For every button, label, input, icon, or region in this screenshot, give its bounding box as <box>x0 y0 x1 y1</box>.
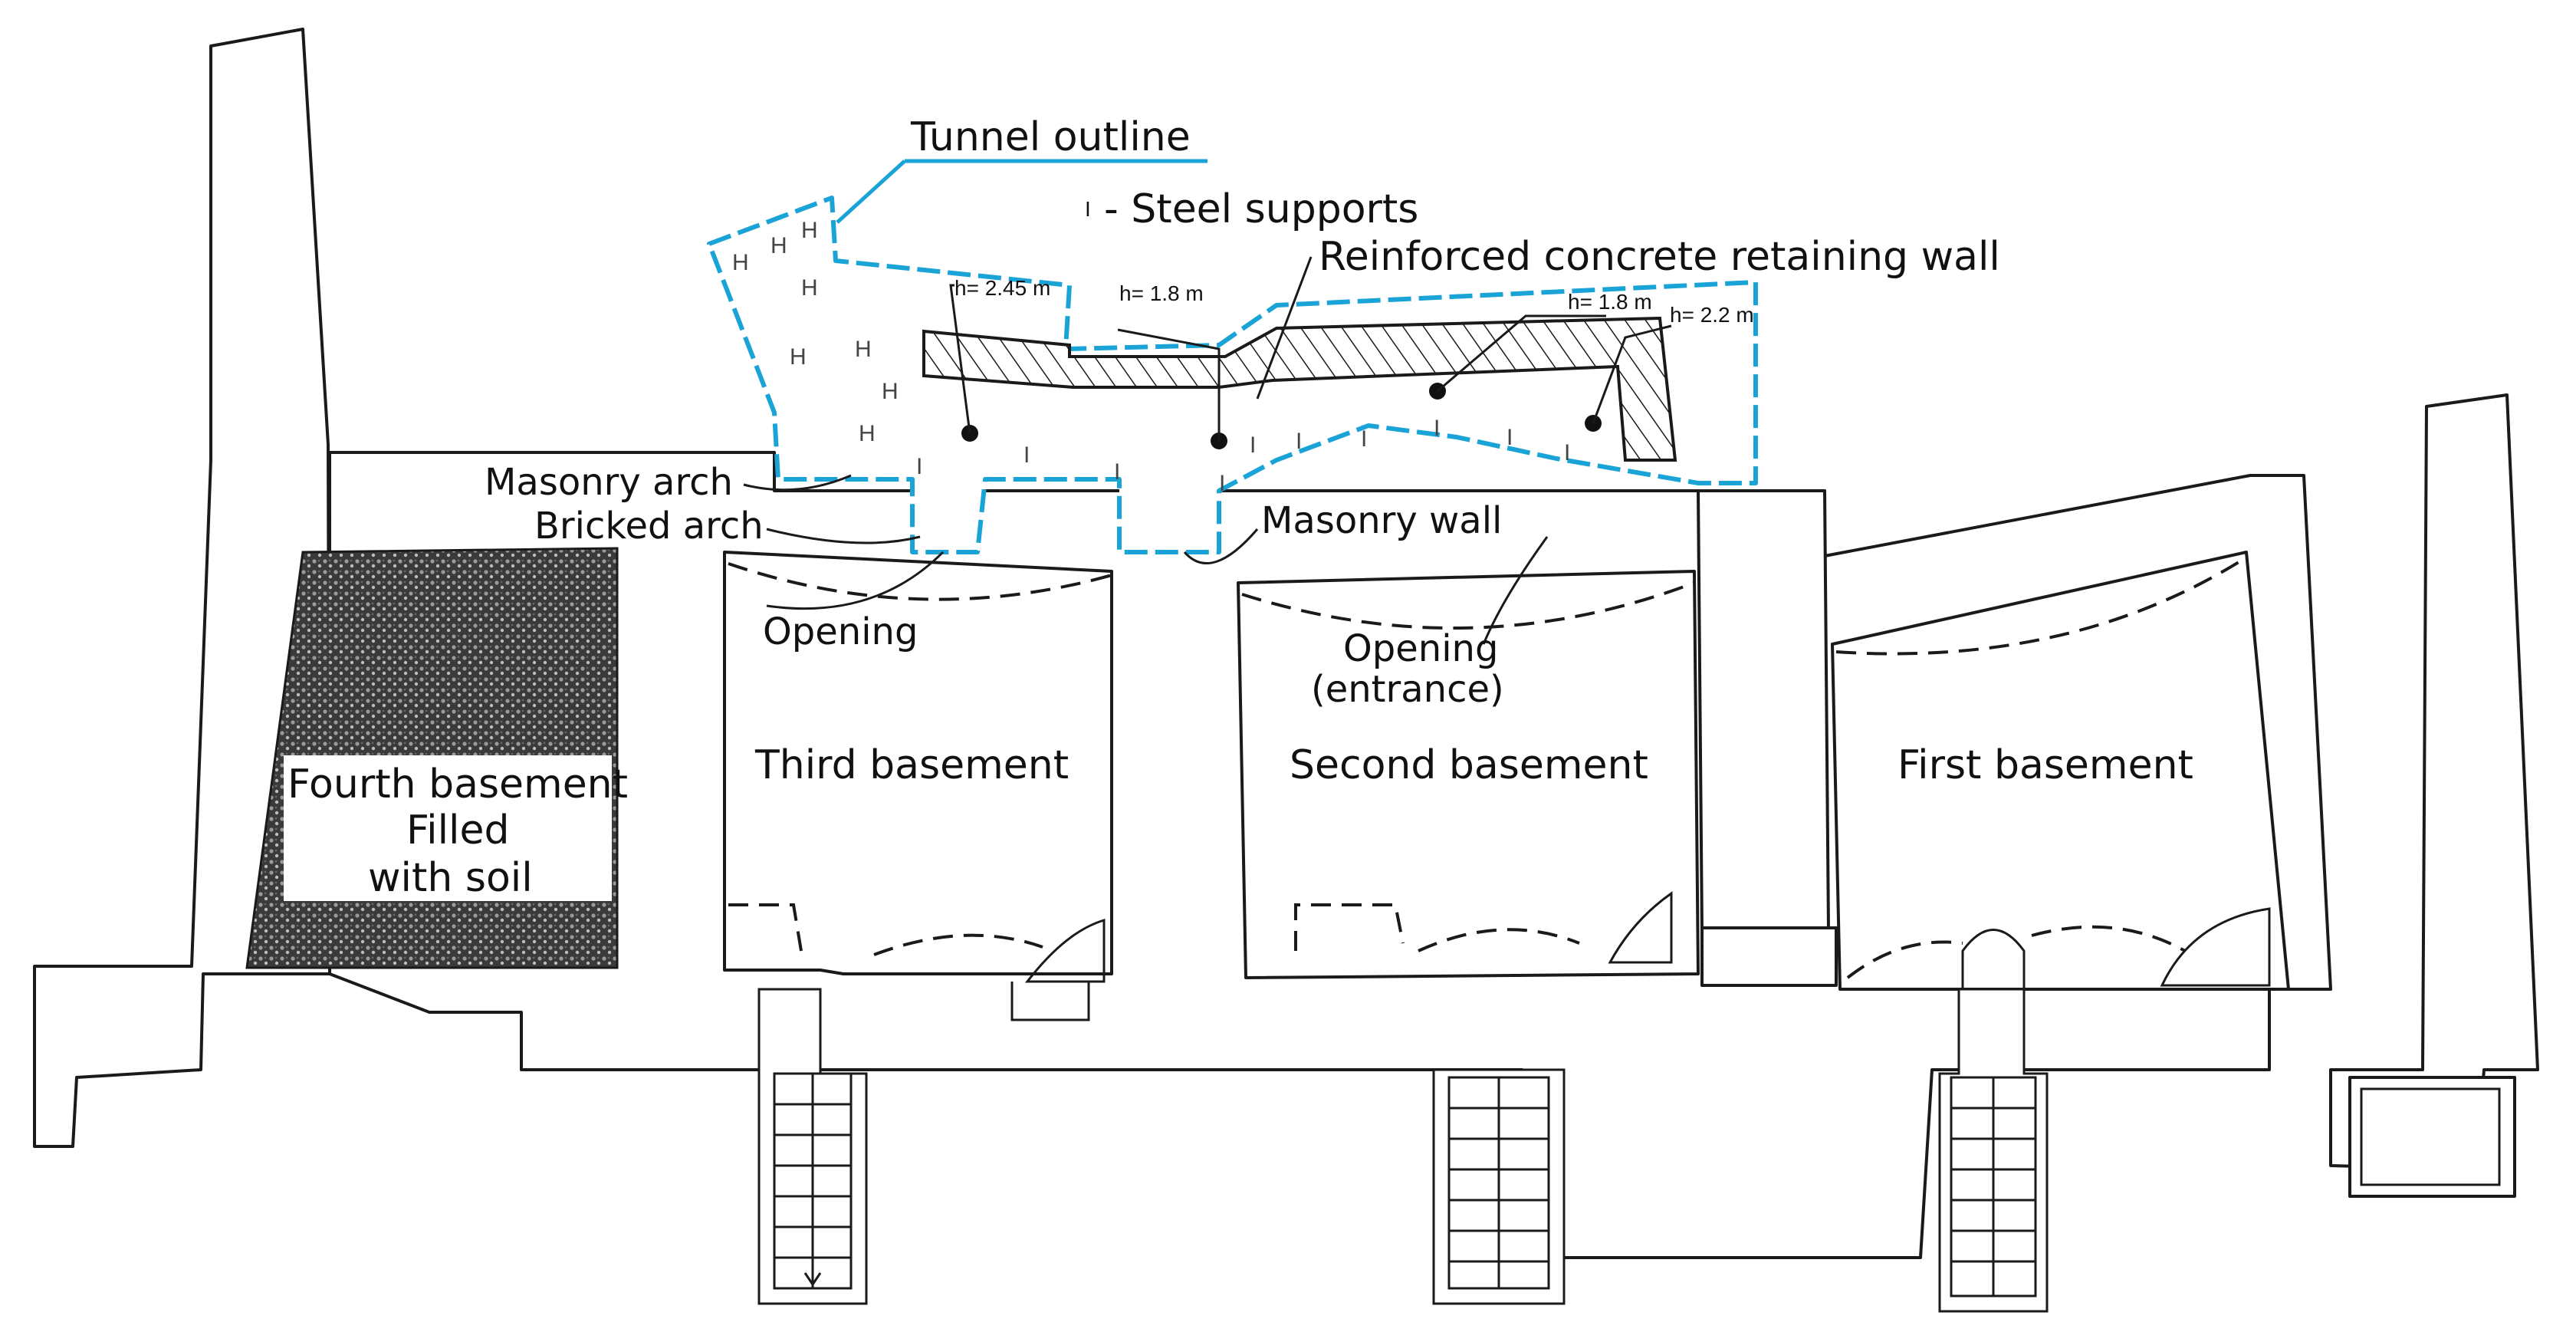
svg-text:H: H <box>882 379 899 404</box>
first-basement-curve-left <box>1846 940 1963 979</box>
pillar-box <box>1700 926 1838 987</box>
bricked-arch-leader <box>766 528 921 544</box>
svg-text:H: H <box>859 421 876 446</box>
retaining-leader <box>1256 256 1313 400</box>
svg-text:I: I <box>1434 416 1440 441</box>
label-opening-entrance-2: (entrance) <box>1311 668 1504 711</box>
label-fourth-basement-2: Filled <box>406 807 509 853</box>
label-first-basement: First basement <box>1898 742 2193 788</box>
svg-text:H: H <box>770 233 787 258</box>
third-basement-door <box>728 903 803 952</box>
svg-text:H: H <box>732 250 749 275</box>
label-retaining-wall: Reinforced concrete retaining wall <box>1319 234 2000 280</box>
second-basement-room <box>1237 570 1700 979</box>
third-basement-swing <box>1024 918 1106 983</box>
third-basement-room <box>723 551 1113 975</box>
svg-text:H: H <box>855 337 872 362</box>
stairs-first <box>1938 988 2049 1313</box>
svg-text:I: I <box>1250 432 1256 458</box>
masonry-arch-leader <box>743 474 852 492</box>
second-basement-door <box>1294 903 1405 951</box>
svg-text:H: H <box>790 344 807 370</box>
first-basement-swing <box>2160 907 2271 987</box>
right-box <box>2348 1076 2516 1198</box>
label-opening-entrance-1: Opening <box>1343 627 1498 670</box>
label-tunnel-outline: Tunnel outline <box>910 114 1191 160</box>
svg-text:H: H <box>801 218 818 243</box>
retaining-wall <box>922 316 1677 462</box>
svg-text:I: I <box>1564 440 1570 465</box>
label-masonry-arch: Masonry arch <box>485 461 733 504</box>
label-h4: h= 2.2 m <box>1670 303 1754 327</box>
label-steel-supports: - Steel supports <box>1104 186 1418 232</box>
first-basement-arch <box>1835 558 2244 656</box>
label-third-basement: Third basement <box>754 742 1069 788</box>
svg-text:I: I <box>1219 471 1225 496</box>
label-h1: h= 2.45 m <box>955 276 1050 300</box>
label-masonry-wall: Masonry wall <box>1261 499 1502 542</box>
second-basement-arch <box>1241 581 1695 630</box>
right-tall-wall <box>2329 393 2539 1171</box>
stairs-third <box>757 988 868 1305</box>
second-basement-swing <box>1608 891 1673 964</box>
svg-text:I: I <box>1506 425 1513 450</box>
first-basement-room <box>1831 551 2290 991</box>
opening-leader <box>766 551 945 610</box>
steel-legend-icon: I <box>1085 197 1091 221</box>
left-annex-wall <box>33 28 331 1148</box>
svg-text:I: I <box>916 454 922 479</box>
pillar <box>1697 489 1830 933</box>
first-basement-curve-right <box>2031 925 2186 952</box>
svg-text:I: I <box>1024 442 1030 468</box>
stairs-second <box>1432 1068 1566 1305</box>
third-basement-arch <box>728 562 1112 601</box>
label-h2: h= 1.8 m <box>1119 281 1204 305</box>
third-basement-step <box>1010 982 1090 1021</box>
label-second-basement: Second basement <box>1290 742 1648 788</box>
opening-entrance-leader <box>1482 536 1549 645</box>
right-box-inner <box>2360 1087 2501 1186</box>
masonry-wall-leader <box>1183 528 1259 564</box>
label-h3: h= 1.8 m <box>1568 290 1652 314</box>
label-opening: Opening <box>763 610 918 653</box>
height-markers <box>949 284 1672 449</box>
svg-text:H: H <box>801 275 818 301</box>
svg-text:I: I <box>1296 429 1302 454</box>
label-fourth-basement-1: Fourth basement <box>288 761 628 807</box>
label-bg-fourth <box>284 755 612 901</box>
svg-text:I: I <box>1361 426 1367 452</box>
svg-text:I: I <box>1114 459 1120 485</box>
first-basement-niche <box>1961 929 2026 989</box>
label-bricked-arch: Bricked arch <box>534 505 764 548</box>
label-fourth-basement-3: with soil <box>368 855 533 901</box>
tunnel-leader <box>836 159 1208 224</box>
